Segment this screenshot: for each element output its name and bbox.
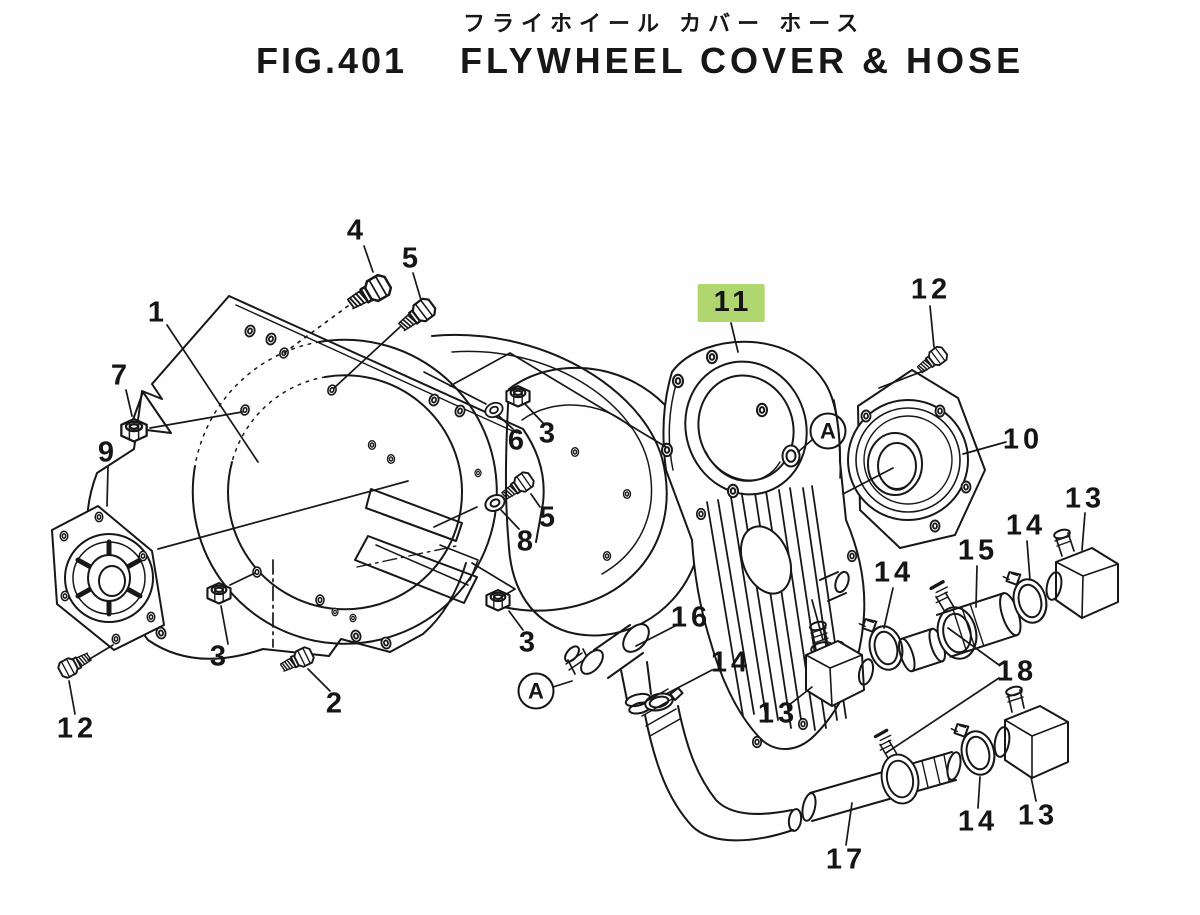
figure-number: FIG.401 [256,40,408,81]
callout-part-10[interactable]: 10 [1002,423,1044,456]
callout-part-3[interactable]: 3 [538,417,560,450]
callout-part-15[interactable]: 15 [957,534,999,567]
callout-part-14[interactable]: 14 [957,805,999,838]
callout-part-17[interactable]: 17 [825,843,867,876]
bolt-5 [394,295,439,336]
cover-plate-part-9 [51,505,165,651]
nut-3a [505,384,531,408]
callout-part-2[interactable]: 2 [325,687,347,720]
assembly-marker-A[interactable]: A [517,672,555,710]
callout-part-4[interactable]: 4 [346,214,368,247]
round-cover-part-10 [847,369,986,549]
bolt-4 [343,271,395,315]
callout-part-7[interactable]: 7 [110,359,132,392]
callout-part-11-selected[interactable]: 11 [697,284,765,322]
callout-part-12[interactable]: 12 [910,273,952,306]
washer-6 [482,399,506,421]
callout-part-1[interactable]: 1 [147,296,169,329]
hose-assembly [564,528,1119,842]
nut-3b [206,581,232,605]
callout-part-16[interactable]: 16 [670,601,712,634]
callout-part-13[interactable]: 13 [1017,799,1059,832]
elbow-fitting-13a [805,620,875,707]
elbow-fitting-13c [1045,528,1119,619]
l-shaped-hose [637,688,803,842]
callout-part-3[interactable]: 3 [518,626,540,659]
flywheel-housing-part-1 [86,295,705,660]
callout-part-14[interactable]: 14 [710,646,752,679]
callout-part-13[interactable]: 13 [1064,482,1106,515]
clamp-14c [949,716,1000,781]
callout-part-12[interactable]: 12 [56,712,98,745]
elbow-fitting-16 [564,623,652,715]
nut-7 [120,417,148,443]
clamp-18b [870,724,925,809]
callout-part-5[interactable]: 5 [401,242,423,275]
callout-part-14[interactable]: 14 [873,556,915,589]
figure-title-japanese: フライホイール カバー ホース [463,11,866,36]
callout-part-5[interactable]: 5 [538,501,560,534]
assembly-marker-A[interactable]: A [809,412,847,450]
callout-part-18[interactable]: 18 [996,655,1038,688]
leader-lines [68,245,1086,846]
callout-part-8[interactable]: 8 [516,525,538,558]
elbow-fitting-13b [993,685,1069,779]
nut-3c [485,588,511,612]
callout-part-13[interactable]: 13 [757,697,799,730]
figure-title-english: FLYWHEEL COVER & HOSE [460,40,1025,81]
callout-part-6[interactable]: 6 [507,424,529,457]
bolt-12a [55,648,95,681]
figure-title-block: FIG.401 フライホイール カバー ホース FLYWHEEL COVER &… [0,0,1200,100]
callout-part-3[interactable]: 3 [209,640,231,673]
callout-part-9[interactable]: 9 [97,436,119,469]
hose-17 [801,751,962,822]
callout-part-14[interactable]: 14 [1005,509,1047,542]
